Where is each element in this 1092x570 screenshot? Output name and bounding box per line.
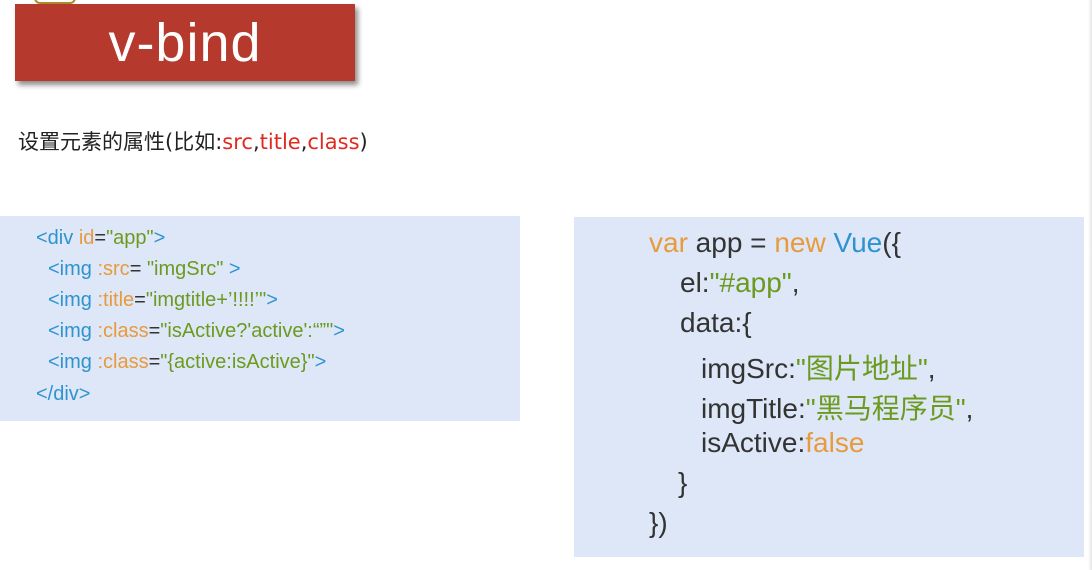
code-plain: ({: [882, 227, 901, 258]
code-plain: ,: [927, 353, 936, 384]
code-value: "{active:isActive}": [160, 351, 315, 373]
code-line-div-close: </div>: [36, 383, 91, 405]
code-attr: :title: [97, 289, 135, 311]
code-key: imgTitle:: [701, 393, 806, 424]
code-tag-close: >: [314, 351, 327, 373]
code-attr: id: [78, 227, 95, 249]
code-eq: =: [148, 351, 161, 373]
code-line-div-open: <div id="app">: [36, 227, 165, 250]
title-banner: v-bind: [15, 4, 355, 81]
code-key: isActive:: [701, 427, 806, 458]
code-value: "黑马程序员": [805, 393, 966, 424]
code-line-img-src: <img :src= "imgSrc" >: [48, 258, 241, 281]
code-value: "imgtitle+’!!!!’": [145, 289, 267, 311]
code-key: imgSrc:: [701, 353, 796, 384]
code-line-imgsrc: imgSrc:"图片地址",: [701, 347, 936, 387]
desc-class: class: [307, 130, 360, 154]
code-plain: app =: [687, 227, 775, 258]
html-code-panel: <div id="app"> <img :src= "imgSrc" > <im…: [0, 216, 520, 421]
code-line-el: el:"#app",: [680, 267, 800, 299]
code-line-vue-init: var app = new Vue({: [649, 227, 901, 259]
page-title: v-bind: [108, 12, 262, 73]
code-attr: :class: [97, 320, 149, 342]
code-tag-close: >: [333, 320, 345, 342]
code-vue-class: Vue: [833, 227, 883, 258]
code-eq: =: [148, 320, 161, 342]
code-value: "#app": [709, 267, 792, 298]
code-tag: <img: [48, 289, 98, 311]
code-eq: =: [94, 227, 107, 249]
code-key: el:: [680, 267, 710, 298]
code-line-vue-close: }): [649, 507, 668, 538]
code-keyword: var: [649, 227, 688, 258]
desc-title: title: [259, 130, 301, 154]
desc-comma-1: ,: [252, 130, 260, 154]
code-tag: <img: [48, 320, 98, 342]
code-tag-close: >: [223, 258, 241, 280]
code-plain: ,: [791, 267, 800, 298]
code-value: "图片地址": [795, 353, 928, 384]
code-line-img-title: <img :title="imgtitle+’!!!!’">: [48, 289, 278, 312]
code-tag-close: >: [153, 227, 166, 249]
code-tag: <div: [36, 227, 79, 249]
code-eq: =: [134, 289, 146, 311]
code-line-imgtitle: imgTitle:"黑马程序员",: [701, 387, 973, 427]
code-attr: :src: [97, 258, 130, 280]
code-line-data-close: }: [678, 467, 688, 498]
code-tag: <img: [48, 351, 98, 373]
desc-prefix: 设置元素的属性(比如:: [18, 130, 223, 154]
code-value: "imgSrc": [146, 258, 224, 280]
code-value: "isActive?'active':“”": [160, 320, 334, 342]
desc-suffix: ): [359, 130, 368, 154]
code-line-data-open: data:{: [680, 307, 752, 338]
slide-edge-divider: [1088, 0, 1092, 570]
description-line: 设置元素的属性(比如:src,title,class): [18, 126, 368, 156]
desc-comma-2: ,: [300, 130, 308, 154]
desc-src: src: [222, 130, 253, 154]
code-attr: :class: [97, 351, 149, 373]
code-eq: =: [129, 258, 147, 280]
code-keyword: new: [774, 227, 826, 258]
code-tag-close: >: [266, 289, 278, 311]
code-tag: <img: [48, 258, 98, 280]
code-line-img-class-object: <img :class="{active:isActive}">: [48, 351, 326, 374]
code-boolean: false: [805, 427, 865, 458]
code-plain: ,: [965, 393, 974, 424]
js-code-panel: var app = new Vue({ el:"#app", data:{ im…: [574, 217, 1084, 557]
code-line-img-class-ternary: <img :class="isActive?'active':“”">: [48, 320, 345, 343]
code-line-isactive: isActive:false: [701, 427, 864, 459]
code-value: "app": [106, 227, 154, 249]
